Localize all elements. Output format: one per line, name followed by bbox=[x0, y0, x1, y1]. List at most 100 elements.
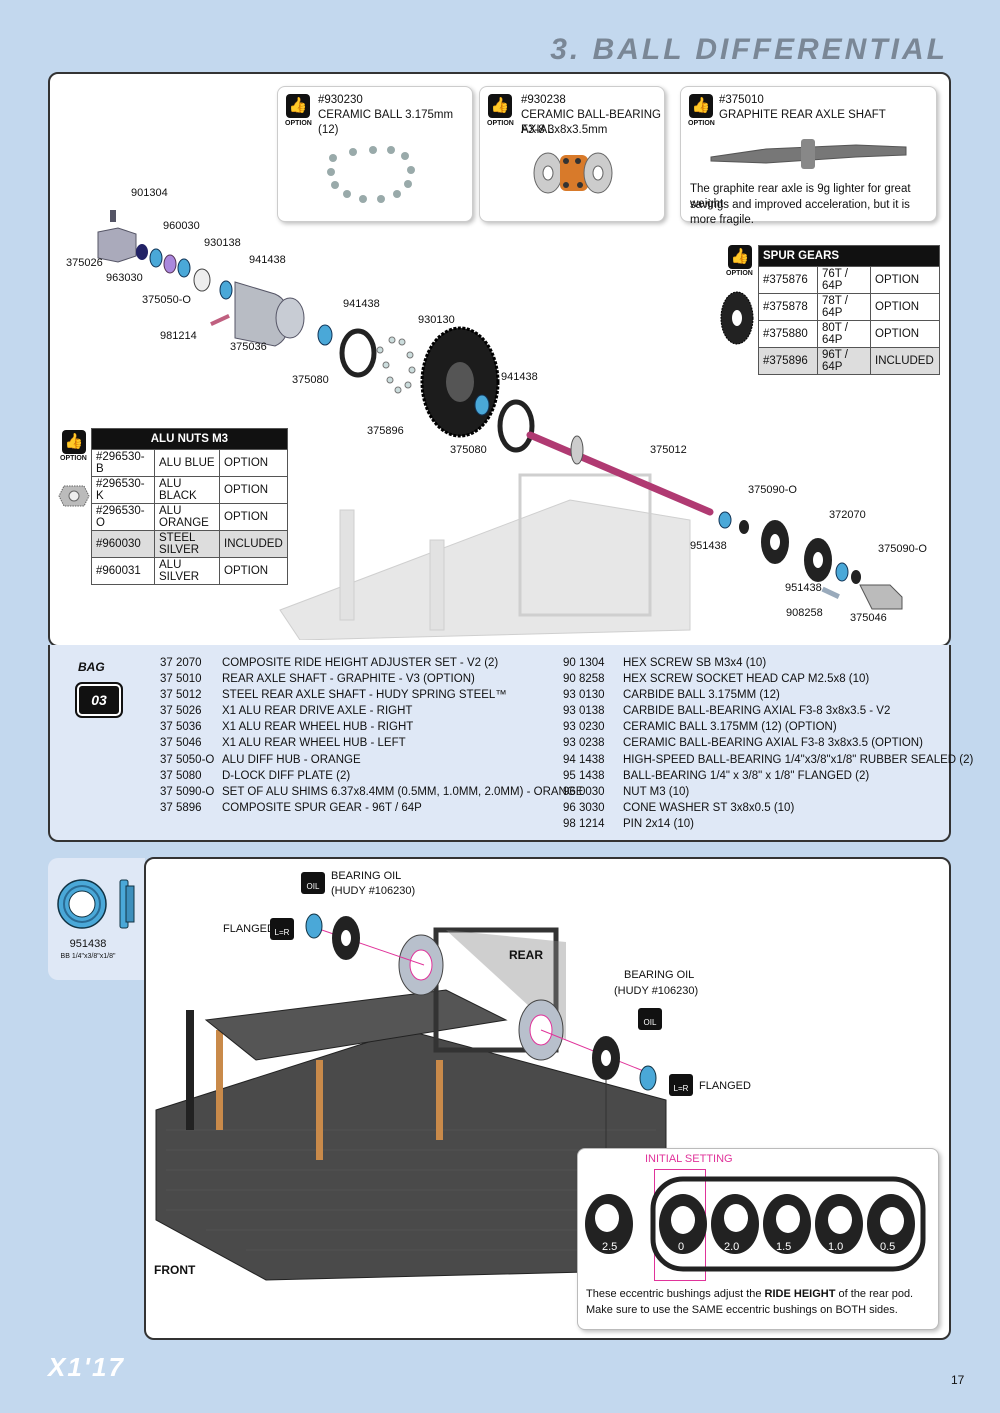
bearing-oil-label-2: BEARING OIL bbox=[624, 969, 695, 981]
callout-label: 908258 bbox=[786, 607, 823, 619]
list-item: 94 1438 HIGH-SPEED BALL-BEARING 1/4"x3/8"… bbox=[563, 752, 973, 768]
part-desc: CARBIDE BALL-BEARING AXIAL F3-8 3x8x3.5 … bbox=[623, 705, 891, 718]
nut-name: ALU ORANGE bbox=[154, 503, 220, 531]
part-code: 98 1214 bbox=[563, 817, 605, 830]
alu-nut-image bbox=[58, 485, 90, 507]
nut-status: INCLUDED bbox=[219, 530, 288, 558]
parts-list-panel bbox=[48, 645, 951, 842]
part-code: 96 0030 bbox=[563, 785, 605, 798]
part-desc: CERAMIC BALL 3.175MM (12) (OPTION) bbox=[623, 721, 837, 734]
nut-name: STEEL SILVER bbox=[154, 530, 220, 558]
exploded-diagram bbox=[97, 210, 903, 640]
gear-size: 96T / 64P bbox=[817, 347, 871, 375]
front-label: FRONT bbox=[154, 1263, 196, 1277]
bushing-value: 1.5 bbox=[776, 1241, 792, 1253]
list-item: 37 5050-O ALU DIFF HUB - ORANGE bbox=[160, 752, 583, 768]
callout-label: 941438 bbox=[249, 254, 286, 266]
callout-label: 375080 bbox=[450, 444, 487, 456]
option-note-line1: The graphite rear axle is 9g lighter for… bbox=[690, 183, 911, 210]
part-desc: X1 ALU REAR WHEEL HUB - LEFT bbox=[222, 737, 406, 750]
bushing-value: 0.5 bbox=[880, 1241, 896, 1253]
bag-label: BAG bbox=[78, 660, 105, 674]
nut-no: #960031 bbox=[91, 557, 155, 585]
callout-label: 981214 bbox=[160, 330, 197, 342]
spur-gear-image bbox=[720, 291, 754, 345]
rear-pod-assembly-diagram bbox=[155, 913, 667, 1281]
option-part-no: #930230 bbox=[318, 94, 363, 106]
part-desc: HEX SCREW SOCKET HEAD CAP M2.5x8 (10) bbox=[623, 673, 870, 686]
callout-label: 375090-O bbox=[748, 484, 797, 496]
bushing-value: 2.0 bbox=[724, 1241, 740, 1253]
part-desc: CERAMIC BALL-BEARING AXIAL F3-8 3x8x3.5 … bbox=[623, 737, 923, 750]
list-item: 37 2070 COMPOSITE RIDE HEIGHT ADJUSTER SE… bbox=[160, 655, 583, 671]
part-desc: CONE WASHER ST 3x8x0.5 (10) bbox=[623, 801, 795, 814]
part-code: 93 0230 bbox=[563, 721, 605, 734]
part-desc: ALU DIFF HUB - ORANGE bbox=[222, 753, 361, 766]
list-item: 37 5010 REAR AXLE SHAFT - GRAPHITE - V3 (… bbox=[160, 671, 583, 687]
callout-label: 375026 bbox=[66, 257, 103, 269]
part-desc: NUT M3 (10) bbox=[623, 785, 690, 798]
gear-status: INCLUDED bbox=[870, 347, 940, 375]
ride-height-note-line2: Make sure to use the SAME eccentric bush… bbox=[586, 1304, 898, 1316]
part-code: 37 5036 bbox=[160, 721, 202, 734]
callout-label: 930130 bbox=[418, 314, 455, 326]
part-desc: PIN 2x14 (10) bbox=[623, 817, 694, 830]
bearing-spec: BB 1/4"x3/8"x1/8" bbox=[60, 953, 116, 960]
part-code: 93 0238 bbox=[563, 737, 605, 750]
part-code: 96 3030 bbox=[563, 801, 605, 814]
flanged-label-2: FLANGED bbox=[699, 1080, 751, 1092]
thumbs-up-icon: 👍 bbox=[689, 94, 713, 118]
option-label: OPTION bbox=[285, 120, 312, 127]
part-desc: X1 ALU REAR WHEEL HUB - RIGHT bbox=[222, 721, 414, 734]
nut-name: ALU SILVER bbox=[154, 557, 220, 585]
initial-setting-label: INITIAL SETTING bbox=[645, 1153, 733, 1165]
part-code: 93 0138 bbox=[563, 705, 605, 718]
list-item: 96 0030 NUT M3 (10) bbox=[563, 784, 973, 800]
part-code: 37 5090-O bbox=[160, 785, 215, 798]
callout-label: 372070 bbox=[829, 509, 866, 521]
bushing-value: 1.0 bbox=[828, 1241, 844, 1253]
list-item: 96 3030 CONE WASHER ST 3x8x0.5 (10) bbox=[563, 800, 973, 816]
part-desc: REAR AXLE SHAFT - GRAPHITE - V3 (OPTION) bbox=[222, 673, 475, 686]
bag-number: 03 bbox=[75, 682, 123, 718]
nut-status: OPTION bbox=[219, 503, 288, 531]
part-code: 37 5050-O bbox=[160, 753, 215, 766]
nut-status: OPTION bbox=[219, 449, 288, 477]
part-desc: HIGH-SPEED BALL-BEARING 1/4"x3/8"x1/8" R… bbox=[623, 753, 974, 766]
thumbs-up-icon: 👍 bbox=[488, 94, 512, 118]
callout-label: 963030 bbox=[106, 272, 143, 284]
ceramic-balls-image bbox=[327, 146, 415, 203]
callout-label: 375090-O bbox=[878, 543, 927, 555]
option-label: OPTION bbox=[487, 120, 514, 127]
callout-label: 375012 bbox=[650, 444, 687, 456]
part-desc: STEEL REAR AXLE SHAFT - HUDY SPRING STEE… bbox=[222, 689, 507, 702]
part-desc: COMPOSITE RIDE HEIGHT ADJUSTER SET - V2 … bbox=[222, 657, 499, 669]
part-code: 37 2070 bbox=[160, 657, 202, 669]
gear-no: #375896 bbox=[758, 347, 818, 375]
nut-name: ALU BLACK bbox=[154, 476, 220, 504]
ride-height-note-line1: These eccentric bushings adjust the RIDE… bbox=[586, 1288, 913, 1300]
list-item: 93 0230 CERAMIC BALL 3.175MM (12) (OPTION… bbox=[563, 719, 973, 735]
callout-label: 901304 bbox=[131, 187, 168, 199]
part-code: 37 5026 bbox=[160, 705, 202, 718]
graphite-axle-image bbox=[710, 139, 907, 169]
thumbs-up-icon: 👍 bbox=[62, 430, 86, 454]
part-code: 37 5896 bbox=[160, 801, 202, 814]
part-code: 94 1438 bbox=[563, 753, 605, 766]
gear-status: OPTION bbox=[870, 266, 940, 294]
nut-no: #296530-O bbox=[91, 503, 155, 531]
callout-label: 375080 bbox=[292, 374, 329, 386]
bushing-value: 0 bbox=[678, 1241, 685, 1253]
part-code: 37 5010 bbox=[160, 673, 202, 686]
list-item: 98 1214 PIN 2x14 (10) bbox=[563, 816, 973, 832]
